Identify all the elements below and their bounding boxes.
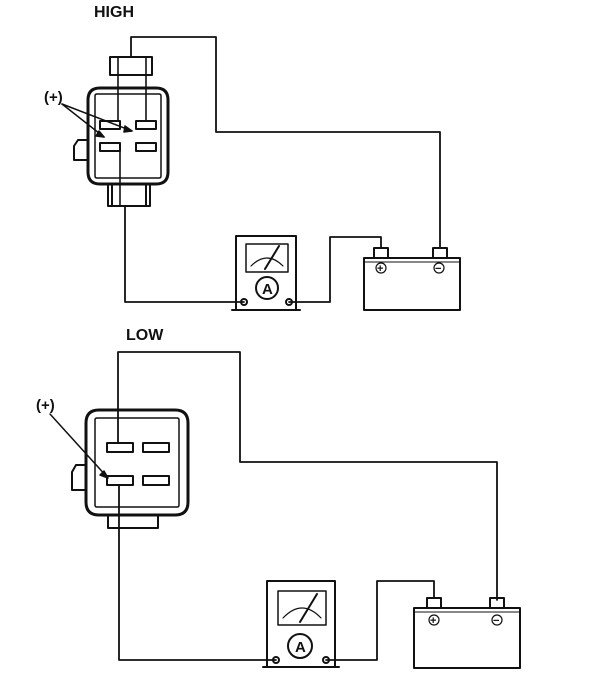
low-wire-meter <box>118 484 277 661</box>
low-terminal-top-right <box>142 442 170 453</box>
low-terminal-bottom-right <box>142 475 170 486</box>
high-terminal-top-right <box>135 120 157 130</box>
low-terminal-top-left <box>106 442 134 453</box>
high-wire-meter <box>124 205 245 303</box>
high-battery: + − <box>363 247 461 311</box>
low-positive-leader <box>49 413 109 479</box>
high-positive-leaders <box>61 103 133 138</box>
high-battery-negative-label: − <box>435 263 441 275</box>
low-battery-positive-label: + <box>430 615 436 627</box>
high-wire-negative <box>130 36 441 249</box>
low-wire-negative <box>117 351 498 601</box>
low-wire-positive <box>325 580 435 661</box>
high-positive-marker: (+) <box>44 89 63 106</box>
high-battery-post-positive <box>373 247 389 259</box>
low-battery: + − <box>413 597 521 669</box>
high-wire-positive <box>288 236 382 303</box>
low-heading: LOW <box>126 327 164 344</box>
high-battery-post-negative <box>432 247 448 259</box>
high-heading: HIGH <box>94 4 134 21</box>
high-diagram: HIGH (+) <box>44 4 461 311</box>
low-ammeter-terminal-right <box>322 656 330 664</box>
high-ammeter-terminal-left <box>240 298 248 306</box>
low-ammeter: A <box>262 580 340 668</box>
low-connector <box>71 408 190 529</box>
low-terminal-bottom-left <box>106 475 134 486</box>
high-terminal-bottom-left <box>99 142 121 152</box>
high-connector <box>73 56 170 207</box>
low-diagram: LOW (+) <box>36 327 521 669</box>
low-battery-negative-label: − <box>493 615 499 627</box>
high-ammeter-symbol: A <box>262 281 273 298</box>
low-battery-post-positive <box>426 597 442 609</box>
high-terminal-top-left <box>99 120 121 130</box>
low-ammeter-symbol: A <box>295 639 306 656</box>
high-terminal-bottom-right <box>135 142 157 152</box>
high-ammeter: A <box>231 235 301 311</box>
low-ammeter-terminal-left <box>272 656 280 664</box>
low-positive-marker: (+) <box>36 397 55 414</box>
high-ammeter-terminal-right <box>285 298 293 306</box>
high-battery-positive-label: + <box>377 263 383 275</box>
